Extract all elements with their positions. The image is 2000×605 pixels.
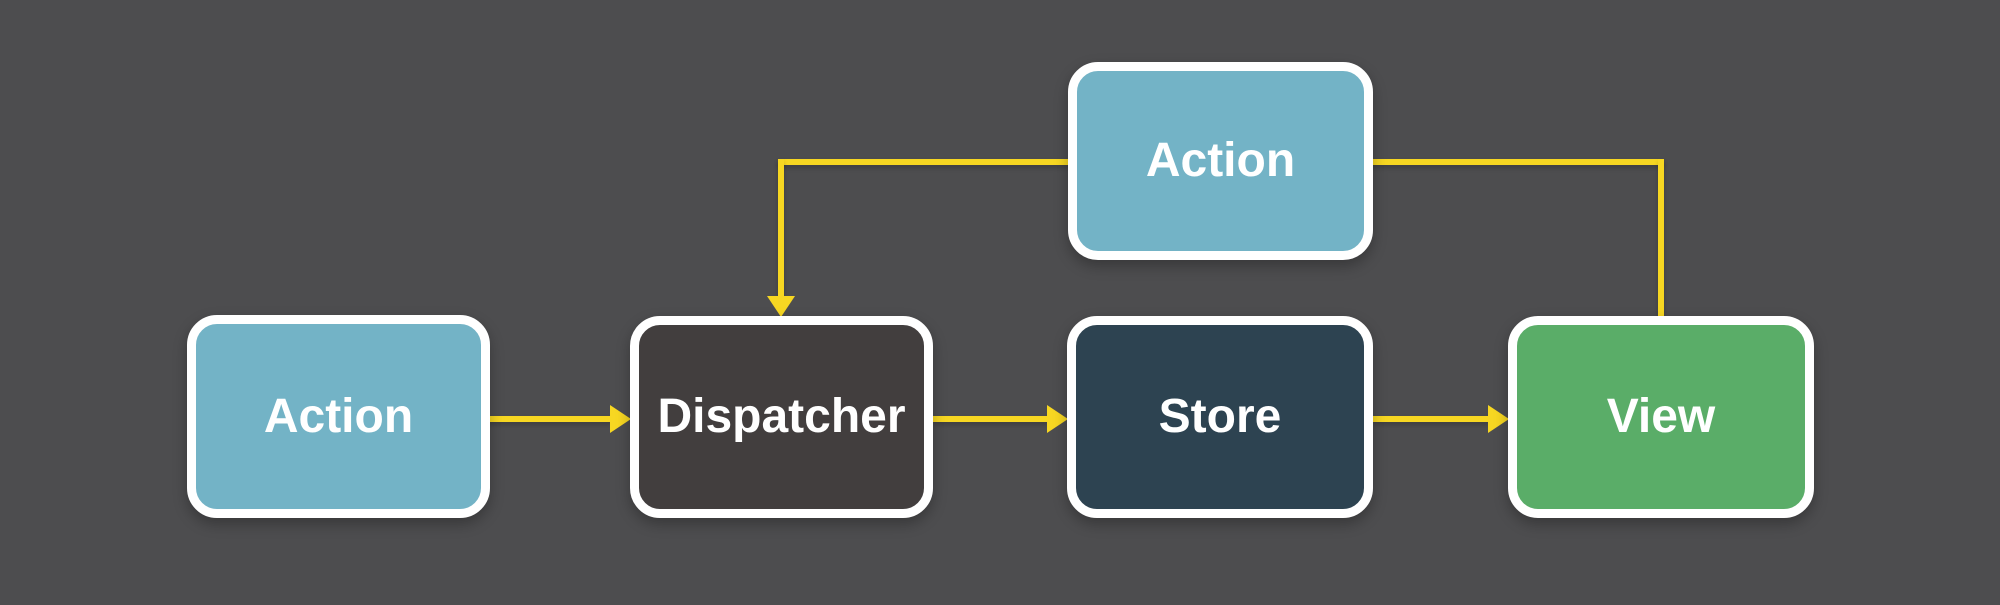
edge-view-to-actiontop-vertical	[1658, 159, 1664, 320]
node-view: View	[1508, 316, 1814, 518]
node-dispatcher: Dispatcher	[630, 316, 933, 518]
node-action-top-label: Action	[1145, 134, 1296, 187]
edge-action-to-dispatcher-shaft	[486, 416, 612, 422]
node-store: Store	[1067, 316, 1373, 518]
node-action-top: Action	[1068, 62, 1373, 260]
edge-actiontop-to-dispatcher-vertical	[778, 159, 784, 299]
node-action: Action	[187, 315, 490, 518]
edge-actiontop-to-dispatcher-arrowhead-icon	[767, 296, 795, 317]
edge-dispatcher-to-store-shaft	[933, 416, 1049, 422]
node-action-label: Action	[263, 389, 414, 443]
edge-action-to-dispatcher-arrowhead-icon	[610, 405, 631, 433]
edge-dispatcher-to-store-arrowhead-icon	[1047, 405, 1068, 433]
node-view-label: View	[1606, 390, 1716, 443]
node-dispatcher-label: Dispatcher	[657, 390, 906, 443]
edge-store-to-view-shaft	[1373, 416, 1490, 422]
edge-store-to-view-arrowhead-icon	[1488, 405, 1509, 433]
node-store-label: Store	[1158, 390, 1282, 443]
edge-view-to-actiontop-horizontal	[1369, 159, 1664, 165]
edge-actiontop-to-dispatcher-horizontal	[778, 159, 1072, 165]
